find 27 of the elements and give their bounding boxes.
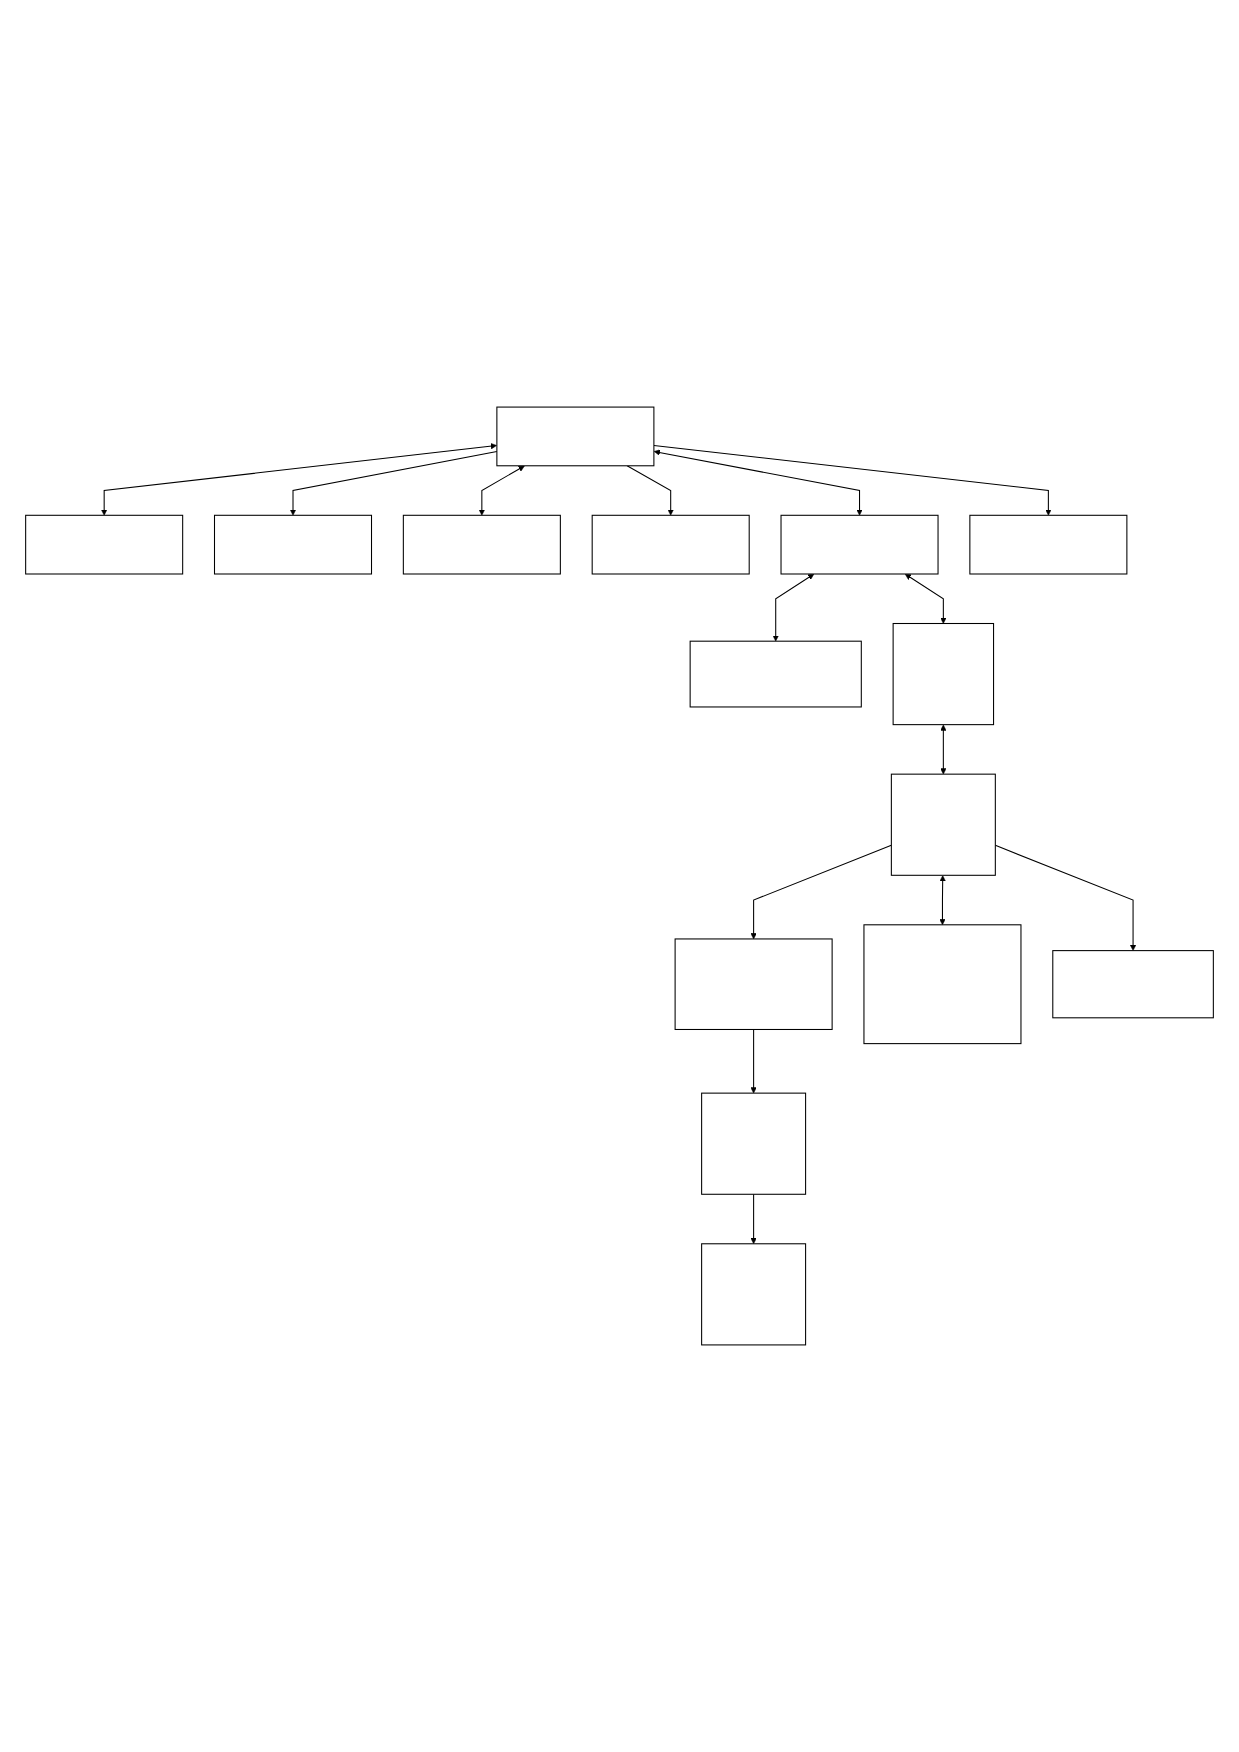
process-box	[892, 622, 995, 726]
process-box	[890, 773, 996, 876]
process-box	[402, 514, 561, 575]
process-box	[863, 924, 1022, 1045]
arrow	[772, 573, 815, 642]
arrow	[750, 844, 892, 940]
process-box	[213, 514, 373, 575]
process-box	[780, 514, 939, 575]
arrow	[750, 1193, 757, 1245]
process-box	[701, 1243, 807, 1346]
arrow	[626, 465, 674, 516]
arrow	[750, 1028, 757, 1094]
arrow	[653, 444, 1052, 516]
arrow	[478, 465, 525, 516]
process-box	[25, 514, 184, 575]
arrow	[101, 443, 497, 516]
process-box	[969, 514, 1128, 575]
arrow	[940, 724, 947, 775]
arrow	[939, 875, 946, 926]
process-box	[591, 514, 750, 575]
process-box	[689, 640, 862, 708]
process-box	[496, 406, 655, 467]
process-box	[701, 1092, 807, 1195]
arrow	[653, 449, 863, 516]
arrow	[904, 573, 947, 624]
process-box	[674, 938, 833, 1030]
process-box	[1052, 950, 1214, 1019]
